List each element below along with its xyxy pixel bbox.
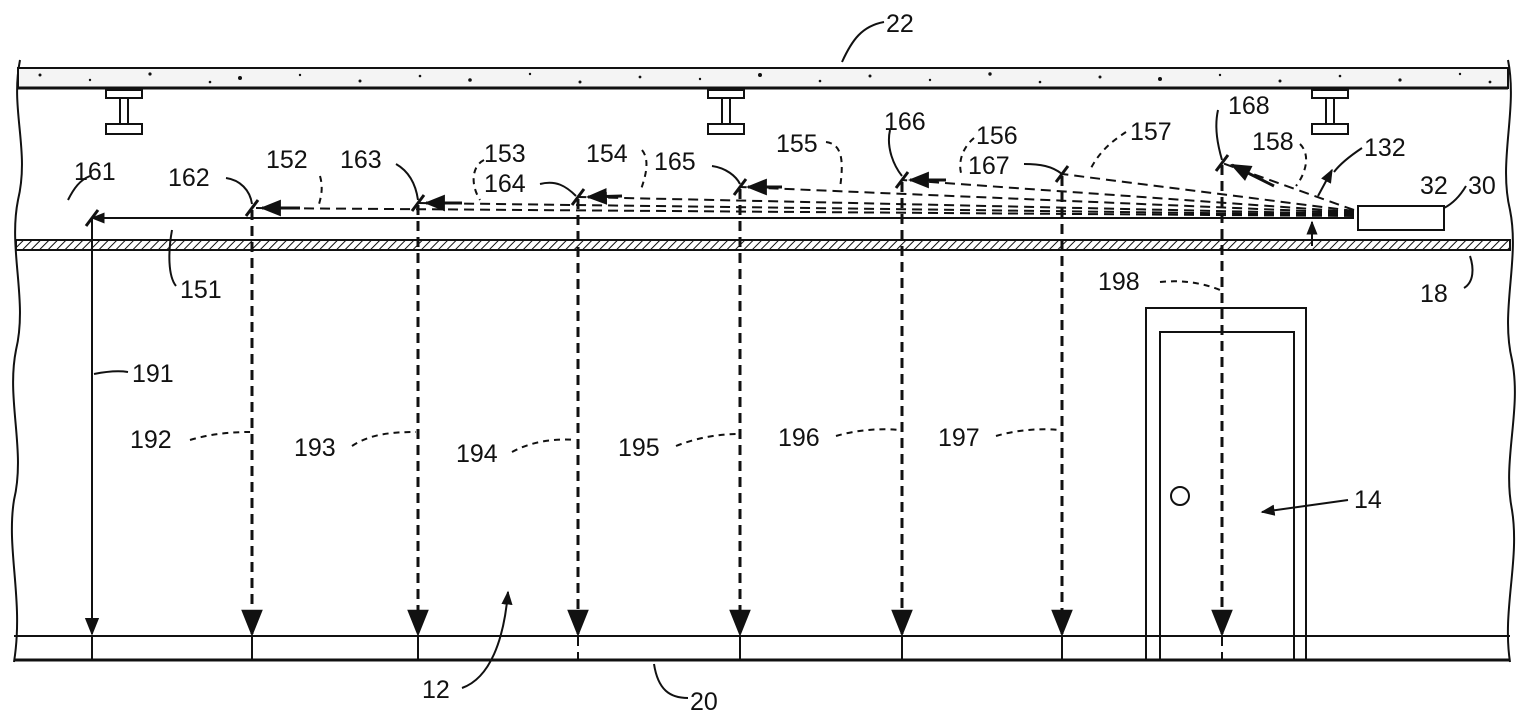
beam-153 xyxy=(417,202,1355,216)
label-162: 162 xyxy=(168,164,210,192)
label-20: 20 xyxy=(690,688,718,713)
label-32: 32 xyxy=(1420,172,1448,200)
label-194: 194 xyxy=(456,440,498,468)
label-155: 155 xyxy=(776,130,818,158)
beam-132-up xyxy=(1317,168,1333,197)
label-166: 166 xyxy=(884,108,926,136)
beam-157 xyxy=(1061,173,1355,212)
reflect-arrow-164 xyxy=(585,188,623,205)
label-197: 197 xyxy=(938,424,980,452)
beam-156 xyxy=(901,179,1355,213)
label-157: 157 xyxy=(1130,118,1172,146)
floor xyxy=(14,635,1510,662)
label-192: 192 xyxy=(130,426,172,454)
door xyxy=(1145,307,1307,660)
label-195: 195 xyxy=(618,434,660,462)
label-191: 191 xyxy=(132,360,174,388)
label-151: 151 xyxy=(180,276,222,304)
label-193: 193 xyxy=(294,434,336,462)
right-break-line xyxy=(1505,59,1516,663)
label-153: 153 xyxy=(484,140,526,168)
label-12: 12 xyxy=(422,676,450,704)
label-154: 154 xyxy=(586,140,628,168)
reference-labels: 22 161 162 152 163 153 164 154 165 155 1… xyxy=(74,10,1496,713)
label-30: 30 xyxy=(1468,172,1496,200)
label-132: 132 xyxy=(1364,134,1406,162)
i-beam-left xyxy=(105,89,143,135)
label-196: 196 xyxy=(778,424,820,452)
label-168: 168 xyxy=(1228,92,1270,120)
label-165: 165 xyxy=(654,148,696,176)
beam-155 xyxy=(739,186,1355,214)
floor-tails xyxy=(91,636,1223,660)
leader-lines xyxy=(67,21,1474,699)
label-22: 22 xyxy=(886,10,914,38)
label-18: 18 xyxy=(1420,280,1448,308)
label-164: 164 xyxy=(484,170,526,198)
label-167: 167 xyxy=(968,152,1010,180)
reflect-arrow-168 xyxy=(1230,163,1275,188)
i-beam-right xyxy=(1311,89,1349,135)
beam-154 xyxy=(577,196,1355,215)
i-beam-center xyxy=(707,89,745,135)
drop-ceiling xyxy=(15,239,1511,251)
label-156: 156 xyxy=(976,122,1018,150)
door-knob xyxy=(1170,486,1190,506)
label-198: 198 xyxy=(1098,268,1140,296)
label-14: 14 xyxy=(1354,486,1382,514)
label-163: 163 xyxy=(340,146,382,174)
ceiling-slab xyxy=(17,67,1509,90)
label-152: 152 xyxy=(266,146,308,174)
label-158: 158 xyxy=(1252,128,1294,156)
device-box xyxy=(1357,205,1445,231)
left-break-line xyxy=(10,59,23,663)
label-161: 161 xyxy=(74,158,116,186)
